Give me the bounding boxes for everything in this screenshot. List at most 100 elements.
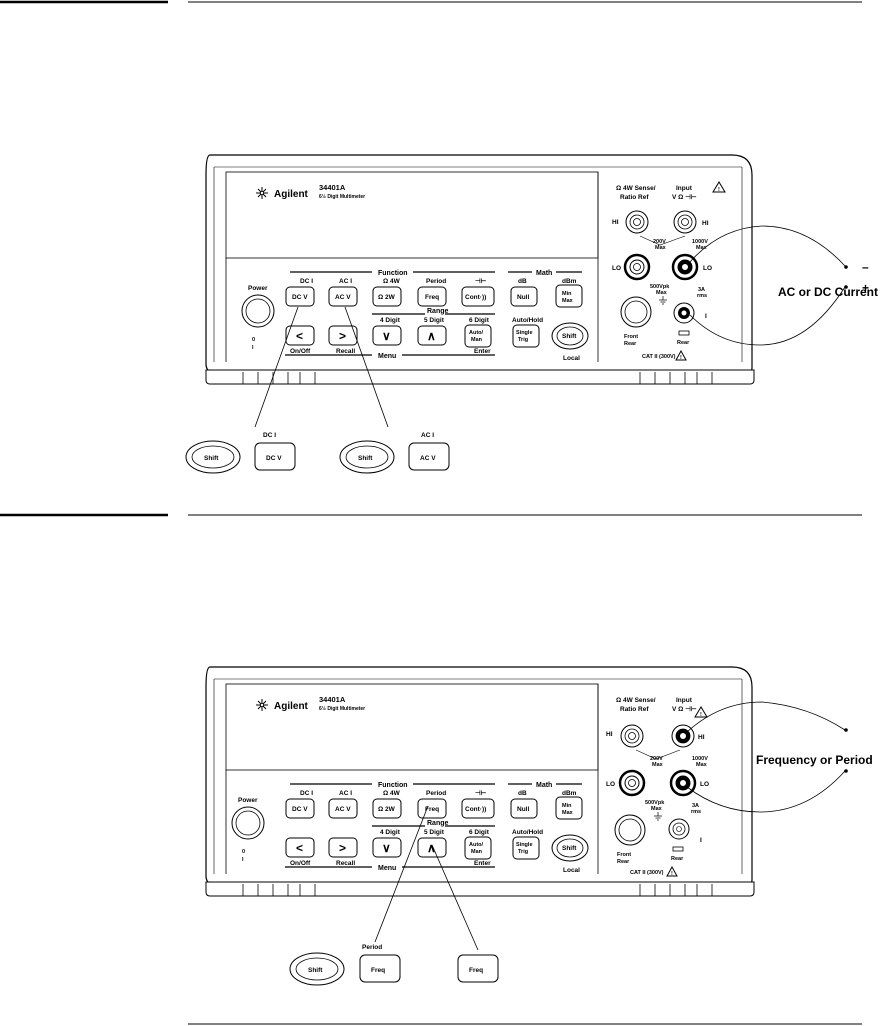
warning-triangle-icon: ! bbox=[694, 706, 708, 718]
terminal-sense-hi[interactable] bbox=[625, 210, 649, 234]
shortcut-shift-key-1[interactable]: Shift bbox=[185, 440, 241, 474]
key-ohm-2w[interactable]: Ω 2W bbox=[372, 798, 402, 819]
svg-text:1000V: 1000V bbox=[692, 239, 708, 245]
key-freq[interactable]: Freq bbox=[417, 286, 447, 307]
svg-text:Ratio Ref: Ratio Ref bbox=[620, 194, 649, 201]
key-continuity[interactable]: Cont·)) bbox=[461, 798, 495, 819]
menu-header: Menu bbox=[378, 353, 396, 360]
label-5-digit: 5 Digit bbox=[424, 829, 445, 836]
key-null[interactable]: Null bbox=[510, 798, 538, 819]
svg-text:3A: 3A bbox=[692, 803, 699, 809]
svg-text:Ratio Ref: Ratio Ref bbox=[620, 706, 649, 713]
svg-text:Freq: Freq bbox=[371, 967, 385, 974]
terminal-sense-lo[interactable] bbox=[623, 253, 651, 281]
svg-text:rms: rms bbox=[697, 293, 707, 299]
input-label: Input bbox=[676, 697, 693, 704]
key-up-arrow[interactable]: ∧ bbox=[417, 837, 447, 858]
math-header: Math bbox=[536, 782, 552, 789]
key-down-arrow[interactable]: ∨ bbox=[372, 837, 402, 858]
key-ac-v[interactable]: AC V bbox=[328, 798, 358, 819]
key-auto-man[interactable]: Auto/Man bbox=[464, 836, 492, 860]
key-down-arrow[interactable]: ∨ bbox=[372, 325, 402, 346]
shortcut-above-period: Period bbox=[362, 944, 382, 951]
label-local: Local bbox=[563, 355, 580, 362]
shortcut-shift-key[interactable]: Shift bbox=[289, 952, 345, 986]
svg-text:Shift: Shift bbox=[204, 455, 219, 462]
terminal-current[interactable] bbox=[668, 818, 690, 840]
key-shift[interactable]: Shift bbox=[551, 322, 589, 350]
model-number: 34401A bbox=[319, 183, 346, 192]
shortcut-above-ac-i: AC I bbox=[421, 432, 434, 439]
label-ohm-4w: Ω 4W bbox=[383, 790, 401, 797]
key-auto-man[interactable]: Auto/Man bbox=[464, 324, 492, 348]
power-switch[interactable] bbox=[241, 294, 275, 328]
label-auto-hold: Auto/Hold bbox=[512, 829, 543, 836]
shortcut-ac-v-key[interactable]: AC V bbox=[408, 442, 450, 471]
shortcut-freq-key-2[interactable]: Freq bbox=[457, 954, 499, 983]
svg-text:Freq: Freq bbox=[425, 294, 439, 301]
menu-header: Menu bbox=[378, 865, 396, 872]
terminal-sense-hi[interactable] bbox=[620, 724, 644, 748]
key-freq[interactable]: Freq bbox=[417, 798, 447, 819]
model-subtitle: 6½ Digit Multimeter bbox=[319, 193, 365, 200]
terminal-current[interactable] bbox=[673, 302, 695, 324]
shortcut-dc-v-key[interactable]: DC V bbox=[254, 442, 296, 471]
front-rear-switch[interactable] bbox=[614, 814, 646, 846]
label-on-off: On/Off bbox=[290, 860, 311, 867]
svg-text:LO: LO bbox=[700, 781, 709, 788]
key-ac-v[interactable]: AC V bbox=[328, 286, 358, 307]
svg-text:V Ω ⊣⊢: V Ω ⊣⊢ bbox=[672, 193, 697, 201]
shortcut-freq-key[interactable]: Freq bbox=[359, 954, 401, 983]
shortcut-shift-key-2[interactable]: Shift bbox=[339, 440, 395, 474]
label-6-digit: 6 Digit bbox=[469, 829, 490, 836]
key-right-arrow[interactable]: > bbox=[328, 837, 358, 858]
sense-label: Ω 4W Sense/ bbox=[616, 697, 656, 704]
svg-text:Single: Single bbox=[516, 330, 533, 336]
label-db: dB bbox=[518, 278, 527, 285]
terminal-input-hi[interactable] bbox=[673, 210, 697, 234]
terminal-sense-lo[interactable] bbox=[618, 769, 646, 797]
power-switch[interactable] bbox=[231, 806, 265, 840]
svg-text:Max: Max bbox=[655, 245, 667, 251]
key-left-arrow[interactable]: < bbox=[285, 325, 315, 346]
math-header: Math bbox=[536, 270, 552, 277]
wire-i bbox=[689, 286, 846, 346]
svg-text:Max: Max bbox=[562, 298, 574, 304]
key-dc-v[interactable]: DC V bbox=[285, 798, 315, 819]
svg-text:HI: HI bbox=[698, 734, 705, 741]
key-right-arrow[interactable]: > bbox=[328, 325, 358, 346]
svg-text:Ω 2W: Ω 2W bbox=[378, 806, 396, 813]
key-continuity[interactable]: Cont·)) bbox=[461, 286, 495, 307]
key-up-arrow[interactable]: ∧ bbox=[417, 325, 447, 346]
model-number: 34401A bbox=[319, 695, 346, 704]
svg-text:Ω 2W: Ω 2W bbox=[378, 294, 396, 301]
label-diode: ⊣⊢ bbox=[475, 277, 487, 285]
key-dc-v[interactable]: DC V bbox=[285, 286, 315, 307]
svg-text:Max: Max bbox=[651, 806, 663, 812]
svg-text:3A: 3A bbox=[698, 287, 705, 293]
key-ohm-2w[interactable]: Ω 2W bbox=[372, 286, 402, 307]
svg-text:Man: Man bbox=[471, 337, 483, 343]
svg-text:∧: ∧ bbox=[427, 329, 436, 343]
svg-text:HI: HI bbox=[606, 731, 613, 738]
key-shift[interactable]: Shift bbox=[551, 834, 589, 862]
key-left-arrow[interactable]: < bbox=[285, 837, 315, 858]
key-null[interactable]: Null bbox=[510, 286, 538, 307]
svg-text:∧: ∧ bbox=[427, 841, 436, 855]
label-on-off: On/Off bbox=[290, 348, 311, 355]
label-dc-i: DC I bbox=[300, 278, 313, 285]
svg-text:Shift: Shift bbox=[562, 333, 577, 340]
svg-text:500Vpk: 500Vpk bbox=[645, 800, 665, 806]
front-rear-switch[interactable] bbox=[620, 296, 652, 328]
terminal-input-lo[interactable] bbox=[669, 769, 697, 797]
svg-text:500Vpk: 500Vpk bbox=[650, 284, 670, 290]
agilent-logo-icon bbox=[256, 699, 268, 711]
label-recall: Recall bbox=[336, 860, 355, 867]
svg-text:LO: LO bbox=[703, 265, 712, 272]
label-4-digit: 4 Digit bbox=[380, 317, 401, 324]
svg-text:Rear: Rear bbox=[677, 340, 690, 346]
